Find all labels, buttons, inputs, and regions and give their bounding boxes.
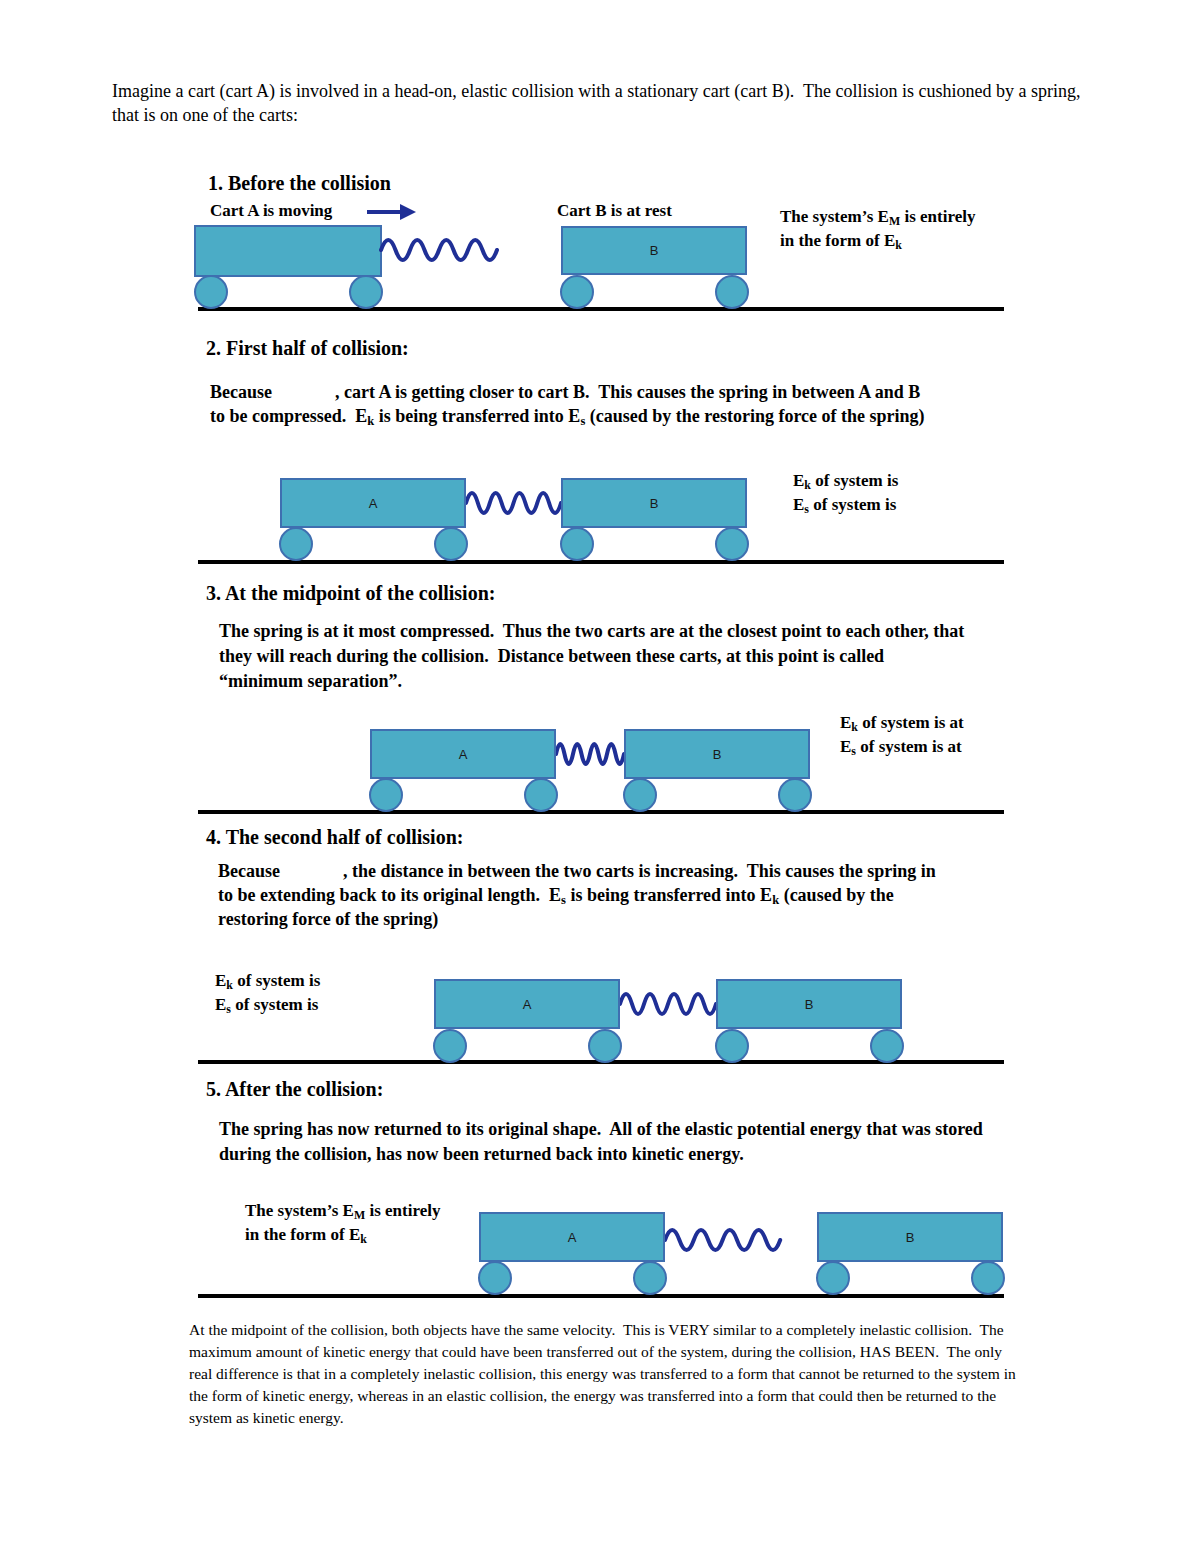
explanation-text: Because , cart A is getting closer to ca…	[210, 380, 930, 428]
subscript: k	[772, 893, 779, 907]
cart-label: B	[650, 496, 659, 511]
cart-box: A	[434, 979, 620, 1029]
cart-label: A	[459, 747, 468, 762]
energy-blank: Es of system is	[793, 493, 983, 517]
explanation-text: Because , the distance in between the tw…	[218, 859, 953, 931]
spring-connector	[620, 994, 716, 1014]
subscript: k	[804, 478, 811, 492]
subscript: k	[367, 414, 374, 428]
subscript: s	[851, 744, 856, 758]
section-heading: 1. Before the collision	[208, 171, 608, 195]
section-heading: 2. First half of collision:	[206, 336, 706, 360]
section-heading: 4. The second half of collision:	[206, 825, 766, 849]
cart-label: B	[906, 1230, 915, 1245]
cart-label: B	[805, 997, 814, 1012]
subscript: k	[226, 978, 233, 992]
subscript: M	[354, 1208, 365, 1222]
cart-box: B	[561, 478, 747, 528]
cart-box: B	[716, 979, 902, 1029]
subscript: k	[851, 720, 858, 734]
cart-box: A	[280, 478, 466, 528]
energy-note: The system’s EM is entirely in the form …	[245, 1199, 450, 1247]
cart-body	[195, 226, 381, 276]
subscript: s	[561, 893, 566, 907]
section-heading: 5. After the collision:	[206, 1077, 706, 1101]
wheels	[195, 276, 1004, 1294]
cart-box: A	[370, 729, 556, 779]
cart-label: B	[713, 747, 722, 762]
cart-box: B	[624, 729, 810, 779]
ground-lines	[198, 309, 1004, 1296]
motion-arrow	[367, 204, 416, 220]
section-heading: 3. At the midpoint of the collision:	[206, 581, 766, 605]
cart-box: B	[561, 226, 747, 275]
cart-label: A	[369, 496, 378, 511]
spring-coil	[620, 994, 716, 1014]
spring-connector	[466, 493, 561, 513]
energy-blank: Ek of system is at	[840, 711, 1040, 735]
motion-label: Cart A is moving	[210, 200, 370, 222]
explanation-text: The spring has now returned to its origi…	[219, 1117, 1004, 1167]
energy-blank: Es of system is at	[840, 735, 1040, 759]
cart-box: B	[817, 1212, 1003, 1262]
cart-label: A	[523, 997, 532, 1012]
energy-blank: Es of system is	[215, 993, 405, 1017]
explanation-text: The spring is at it most compressed. Thu…	[219, 619, 969, 694]
subscript: s	[226, 1002, 231, 1016]
energy-blank: Ek of system is	[793, 469, 983, 493]
subscript: M	[889, 214, 900, 228]
subscript: k	[360, 1232, 367, 1246]
subscript: s	[580, 414, 585, 428]
spring-connector	[556, 744, 624, 764]
summary-text: At the midpoint of the collision, both o…	[189, 1319, 1019, 1429]
cart-box: A	[479, 1212, 665, 1262]
cart-label: A	[568, 1230, 577, 1245]
spring-coil	[466, 493, 561, 513]
state-label: Cart B is at rest	[557, 200, 757, 222]
energy-note: The system’s EM is entirely in the form …	[780, 205, 985, 253]
intro-text: Imagine a cart (cart A) is involved in a…	[112, 79, 1102, 127]
energy-blank: Ek of system is	[215, 969, 405, 993]
subscript: k	[895, 238, 902, 252]
spring-coil	[556, 744, 624, 764]
subscript: s	[804, 502, 809, 516]
cart-label: B	[650, 243, 659, 258]
